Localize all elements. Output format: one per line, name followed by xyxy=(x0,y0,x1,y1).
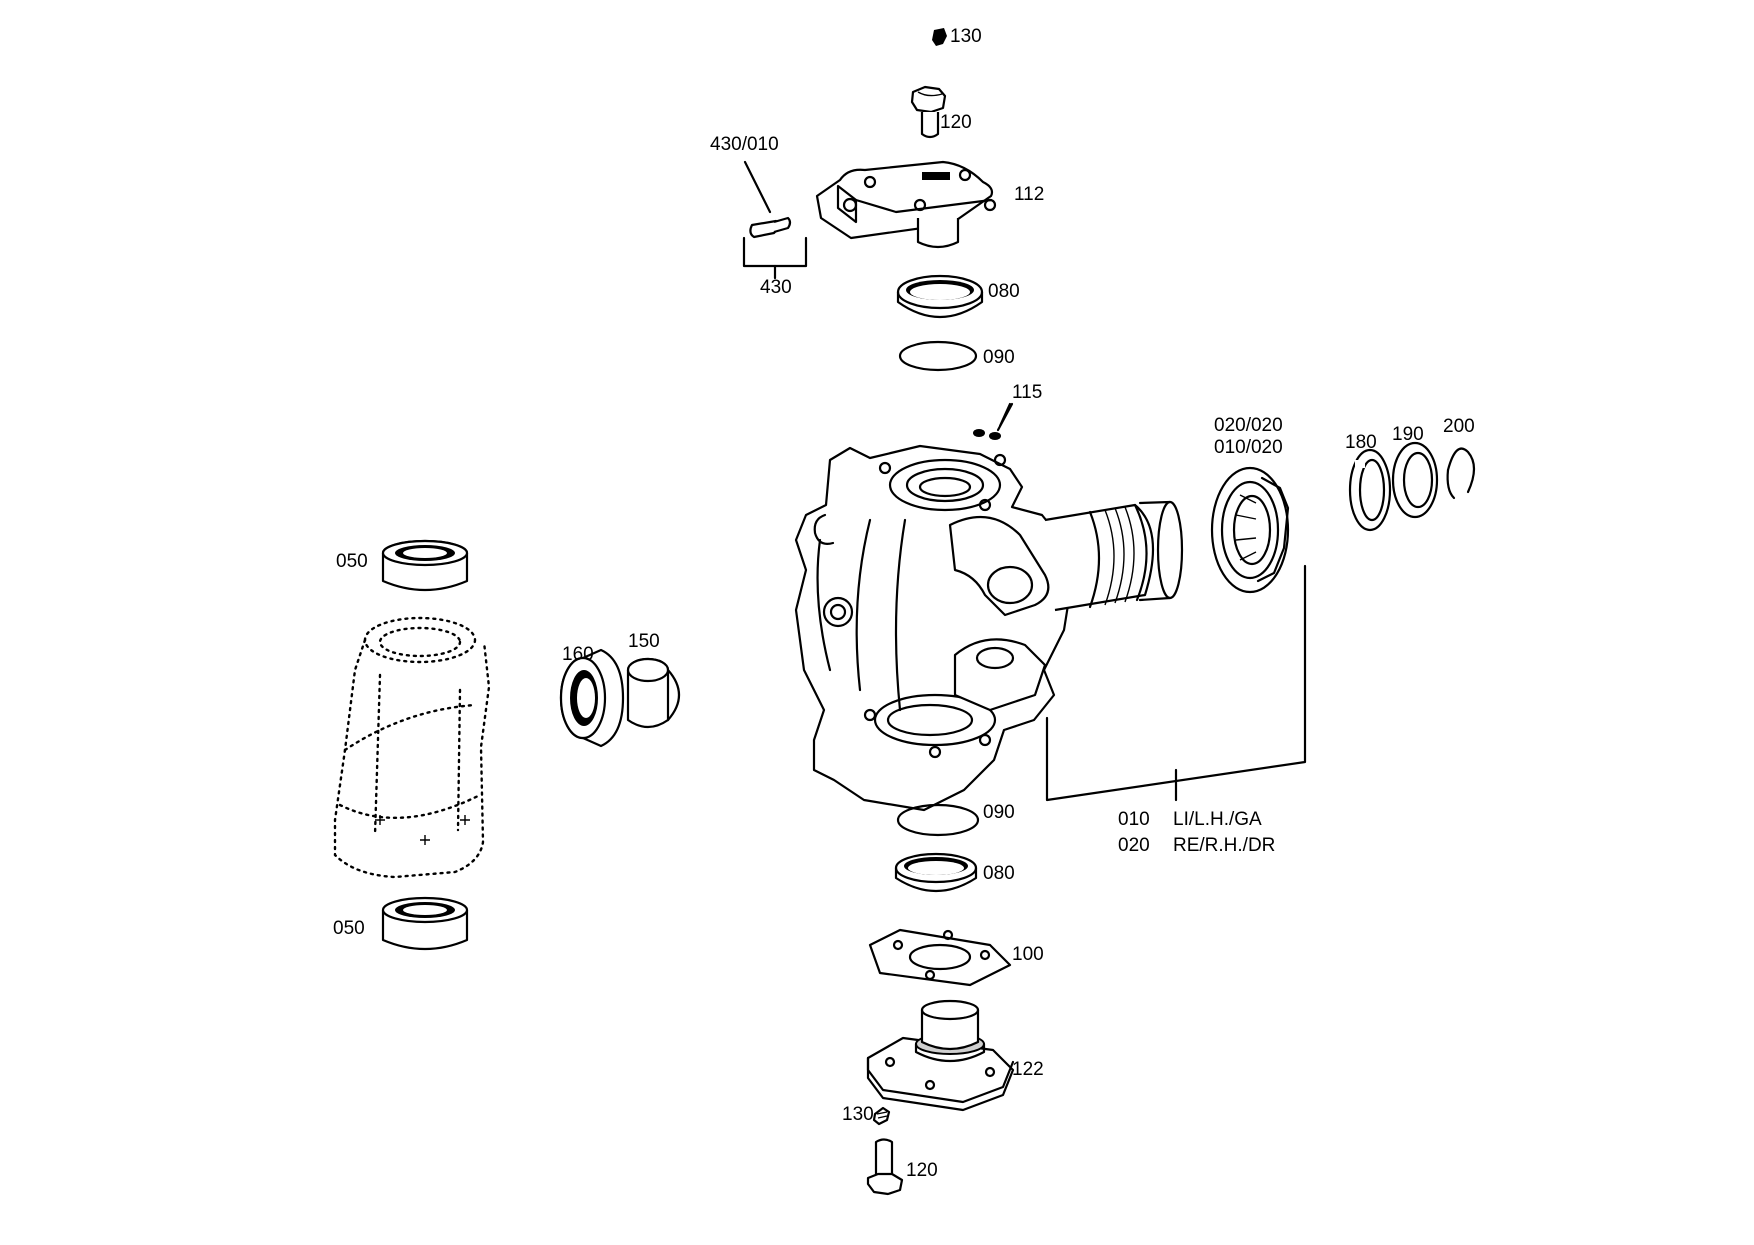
part-100-gasket xyxy=(868,928,1012,987)
phantom-kingpin-outline xyxy=(333,616,491,879)
part-190-washer xyxy=(1391,441,1439,519)
label-050-top: 050 xyxy=(336,551,368,572)
part-020-020-seal-carrier xyxy=(1210,466,1290,594)
part-120-top-bolt xyxy=(910,85,947,139)
label-190: 190 xyxy=(1392,424,1424,445)
part-200-snap-ring xyxy=(1446,447,1476,500)
part-090-bottom-oring xyxy=(896,803,980,837)
part-112-top-cover xyxy=(815,160,997,249)
part-080-bottom-race xyxy=(894,852,978,893)
label-100: 100 xyxy=(1012,944,1044,965)
label-010-020: 010/020 xyxy=(1214,437,1283,458)
part-160-seal xyxy=(559,648,625,748)
label-130-top: 130 xyxy=(950,26,982,47)
part-050-top-bearing xyxy=(381,539,469,592)
assembly-bracket xyxy=(1045,564,1307,802)
label-080-bottom: 080 xyxy=(983,863,1015,884)
label-090-top: 090 xyxy=(983,347,1015,368)
part-010-020-knuckle-housing xyxy=(794,444,1184,812)
part-130-bottom-screw xyxy=(872,1106,891,1126)
label-180: 180 xyxy=(1345,432,1377,453)
label-112: 112 xyxy=(1014,184,1044,205)
label-200: 200 xyxy=(1443,416,1475,437)
legend-code-020: 020 xyxy=(1118,835,1150,856)
part-115-plugs xyxy=(973,402,1014,440)
label-122: 122 xyxy=(1012,1059,1044,1080)
label-090-bottom: 090 xyxy=(983,802,1015,823)
legend-code-010: 010 xyxy=(1118,809,1150,830)
part-430-fitting xyxy=(742,160,808,280)
legend-desc-010: LI/L.H./GA xyxy=(1173,809,1262,830)
label-150: 150 xyxy=(628,631,660,652)
part-080-top-race xyxy=(896,274,984,319)
label-120-top: 120 xyxy=(940,112,972,133)
label-050-bottom: 050 xyxy=(333,918,365,939)
part-090-top-oring xyxy=(898,340,978,372)
label-115: 115 xyxy=(1012,382,1042,403)
part-120-bottom-bolt xyxy=(866,1138,904,1196)
label-120-bottom: 120 xyxy=(906,1160,938,1181)
label-160: 160 xyxy=(562,644,594,665)
label-020-020: 020/020 xyxy=(1214,415,1283,436)
label-430-010: 430/010 xyxy=(710,134,779,155)
label-130-bottom: 130 xyxy=(842,1104,874,1125)
part-150-bushing xyxy=(626,657,681,729)
part-050-bottom-bearing xyxy=(381,896,469,951)
part-130-top-screw xyxy=(932,28,947,46)
legend-desc-020: RE/R.H./DR xyxy=(1173,835,1275,856)
label-430: 430 xyxy=(760,277,792,298)
label-080-top: 080 xyxy=(988,281,1020,302)
part-180-ring xyxy=(1348,448,1392,532)
part-122-bottom-cover xyxy=(866,999,1015,1112)
